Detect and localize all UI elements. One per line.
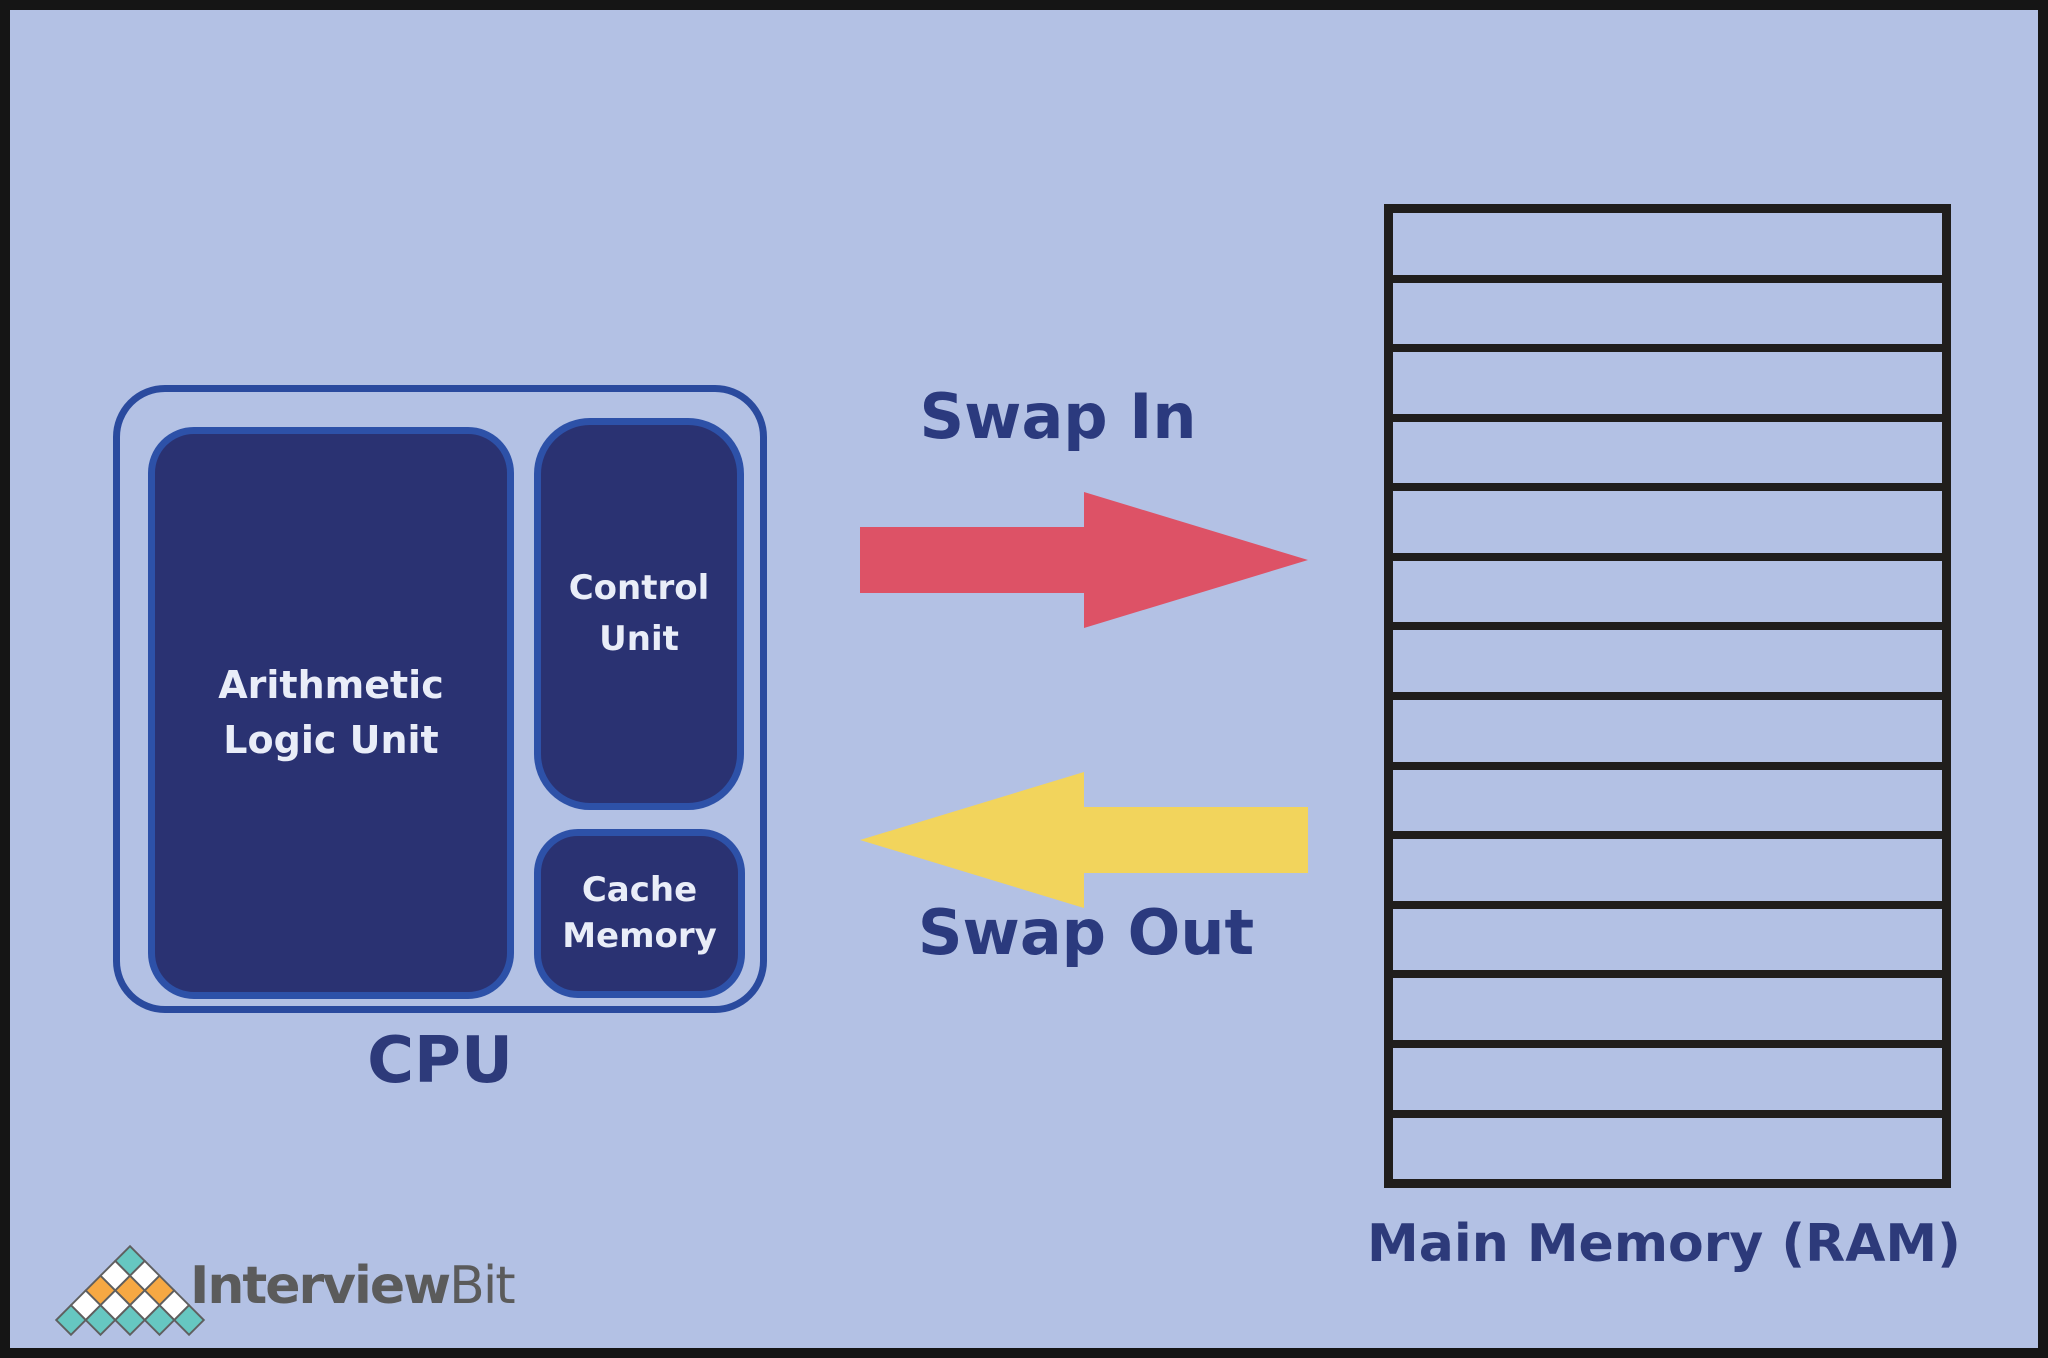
- ram-row: [1393, 422, 1942, 492]
- ram-table: [1384, 204, 1951, 1188]
- swap-in-label: Swap In: [919, 380, 1197, 453]
- swap-out-arrow-shape: [860, 772, 1308, 908]
- logo-diamond: [113, 1303, 147, 1337]
- ram-row: [1393, 213, 1942, 283]
- alu-label: Arithmetic Logic Unit: [218, 662, 444, 762]
- cache-memory-box: Cache Memory: [534, 829, 745, 998]
- ram-row: [1393, 630, 1942, 701]
- ram-row: [1393, 909, 1942, 979]
- control-unit-box: Control Unit: [534, 418, 744, 810]
- cpu-box: [113, 385, 767, 1013]
- swap-out-label: Swap Out: [917, 896, 1255, 969]
- logo-diamond: [84, 1303, 117, 1337]
- swap-out-arrow-icon: [860, 772, 1308, 908]
- swap-in-arrow-icon: [860, 492, 1308, 628]
- swap-in-arrow-shape: [860, 492, 1308, 628]
- interviewbit-logo-mark: [54, 1244, 206, 1337]
- ram-row: [1393, 561, 1942, 631]
- logo-diamond: [143, 1303, 176, 1337]
- ram-row: [1393, 978, 1942, 1048]
- ram-row: [1393, 352, 1942, 422]
- logo-diamond: [172, 1303, 206, 1337]
- cpu-caption: CPU: [367, 1024, 513, 1098]
- ram-row: [1393, 839, 1942, 909]
- ram-row: [1393, 283, 1942, 353]
- ram-caption: Main Memory (RAM): [1367, 1214, 1961, 1274]
- ram-row: [1393, 1048, 1942, 1118]
- ram-row: [1393, 770, 1942, 840]
- ram-row: [1393, 700, 1942, 770]
- alu-box: Arithmetic Logic Unit: [148, 427, 514, 999]
- ram-row: [1393, 491, 1942, 561]
- interviewbit-logo-text: InterviewBit: [190, 1256, 516, 1316]
- logo-text-bit: Bit: [449, 1256, 516, 1316]
- logo-text-interview: Interview: [190, 1256, 451, 1316]
- cache-memory-label: Cache Memory: [562, 869, 717, 956]
- control-unit-label: Control Unit: [568, 568, 710, 659]
- ram-row: [1393, 1118, 1942, 1180]
- logo-diamond: [54, 1303, 88, 1337]
